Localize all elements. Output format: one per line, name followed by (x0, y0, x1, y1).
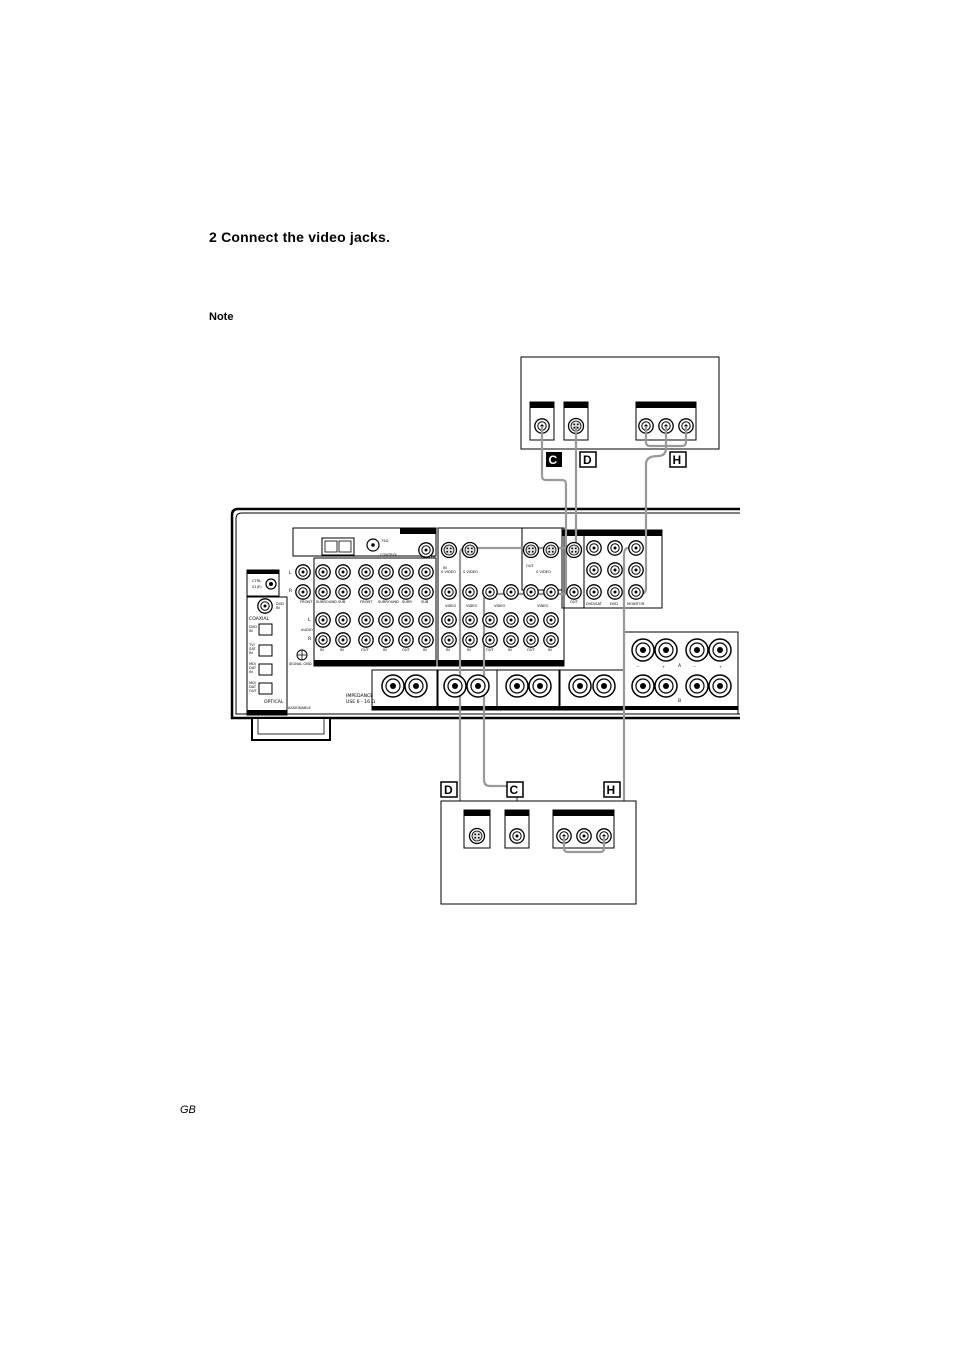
optical-label: OPTICAL (264, 699, 284, 705)
svg-text:R: R (289, 588, 293, 594)
svg-text:DVD: DVD (276, 602, 284, 606)
coaxial-label: COAXIAL (249, 616, 270, 622)
svg-text:VIDEO: VIDEO (445, 604, 457, 608)
svg-text:DAT: DAT (249, 685, 257, 689)
svg-text:MONITOR: MONITOR (563, 532, 581, 536)
cable-label-h-bottom: H (603, 781, 621, 798)
cable-label-c-bottom: C (506, 781, 524, 798)
svg-text:TV/: TV/ (248, 643, 256, 647)
svg-text:SURROUND: SURROUND (316, 600, 337, 604)
note-label: Note (209, 311, 234, 323)
svg-text:DVD/SAT: DVD/SAT (586, 602, 603, 606)
svg-text:IN: IN (320, 648, 324, 652)
svg-text:+: + (662, 665, 665, 669)
svg-text:S VIDEO: S VIDEO (536, 570, 551, 574)
svg-text:VIDEO: VIDEO (494, 604, 506, 608)
assignable-label: ASSIGNABLE (288, 706, 311, 710)
optical-inputs: DVD IN TV/ SAT IN MD/ DAT IN MD/ DAT OUT (248, 623, 273, 695)
svg-text:OUT: OUT (486, 648, 494, 652)
svg-text:S VIDEO: S VIDEO (441, 570, 456, 574)
svg-text:VIDEO: VIDEO (466, 604, 478, 608)
svg-text:OUT: OUT (249, 689, 257, 693)
video-device (440, 800, 637, 905)
receiver-labels: FRONT SURROUND SUB FRONT SURROUND SURR S… (300, 564, 722, 669)
svg-text:VIDEO: VIDEO (537, 604, 549, 608)
svg-text:SURR: SURR (402, 600, 412, 604)
svg-text:SAT: SAT (249, 647, 257, 651)
cable-d (458, 426, 578, 840)
svg-text:IN: IN (548, 648, 552, 652)
svg-text:AUDIO: AUDIO (301, 628, 313, 632)
cable-c (482, 426, 568, 836)
receiver-back-panel: CTRL S1(E) DVD IN COAXIAL DVD IN TV/ SAT… (230, 507, 740, 741)
svg-text:H: H (607, 783, 616, 797)
svg-text:FRONT: FRONT (360, 600, 373, 604)
svg-text:75Ω: 75Ω (381, 539, 389, 543)
cable-label-d-top: D (579, 451, 597, 468)
svg-text:−: − (693, 665, 696, 669)
svg-text:B: B (678, 698, 681, 704)
cable-label-c-top: C (546, 452, 562, 467)
svg-text:OUT: OUT (402, 648, 410, 652)
svg-text:DAT: DAT (249, 666, 257, 670)
cable-label-h-top: H (669, 451, 687, 468)
svg-text:IN: IN (467, 648, 471, 652)
heading: 2 Connect the video jacks. (209, 229, 391, 245)
svg-text:IN: IN (446, 648, 450, 652)
svg-text:IN: IN (276, 606, 280, 610)
svg-text:IN: IN (249, 670, 253, 674)
svg-text:A: A (678, 663, 682, 669)
svg-text:SUB: SUB (421, 600, 429, 604)
impedance-label: IMPEDANCE (346, 693, 373, 699)
svg-text:IN: IN (443, 566, 447, 570)
svg-text:OUT: OUT (361, 648, 369, 652)
svg-text:−: − (636, 665, 639, 669)
svg-text:DVD: DVD (610, 602, 618, 606)
tv-device (520, 356, 720, 450)
receiver-jacks (295, 540, 732, 698)
ctrl-label: CTRL (252, 579, 261, 583)
control-label: CONTROL (380, 553, 398, 557)
svg-text:IN: IN (249, 629, 253, 633)
cable-connectors (562, 836, 606, 854)
cable-label-d-bottom: D (440, 781, 458, 798)
svg-text:C: C (549, 453, 558, 467)
footer-gb: GB (180, 1104, 196, 1116)
svg-text:IN: IN (423, 648, 427, 652)
svg-text:MONITOR: MONITOR (627, 602, 645, 606)
svg-text:+: + (719, 665, 722, 669)
svg-text:USE 6 - 16 Ω: USE 6 - 16 Ω (346, 699, 375, 705)
svg-text:DVD: DVD (249, 625, 257, 629)
svg-text:L: L (289, 570, 292, 576)
svg-text:FRONT: FRONT (300, 600, 313, 604)
svg-text:H: H (673, 453, 682, 467)
svg-text:D: D (444, 783, 453, 797)
svg-text:R: R (308, 636, 312, 642)
svg-text:D: D (583, 453, 592, 467)
svg-text:S VIDEO: S VIDEO (463, 570, 478, 574)
svg-text:OUT: OUT (527, 648, 535, 652)
svg-text:L: L (308, 617, 311, 623)
signal-gnd-label: SIGNAL GND (289, 662, 312, 666)
svg-text:IN: IN (383, 648, 387, 652)
svg-text:OUT: OUT (526, 564, 534, 568)
svg-text:C: C (510, 783, 519, 797)
svg-text:IN: IN (249, 651, 253, 655)
svg-text:MD/: MD/ (249, 681, 257, 685)
s1-label: S1(E) (252, 585, 262, 589)
svg-text:IN: IN (508, 648, 512, 652)
svg-text:SURROUND: SURROUND (378, 600, 399, 604)
svg-text:IN: IN (340, 648, 344, 652)
svg-text:OUT: OUT (570, 600, 578, 604)
svg-text:SUB: SUB (338, 600, 346, 604)
svg-text:MD/: MD/ (249, 662, 257, 666)
